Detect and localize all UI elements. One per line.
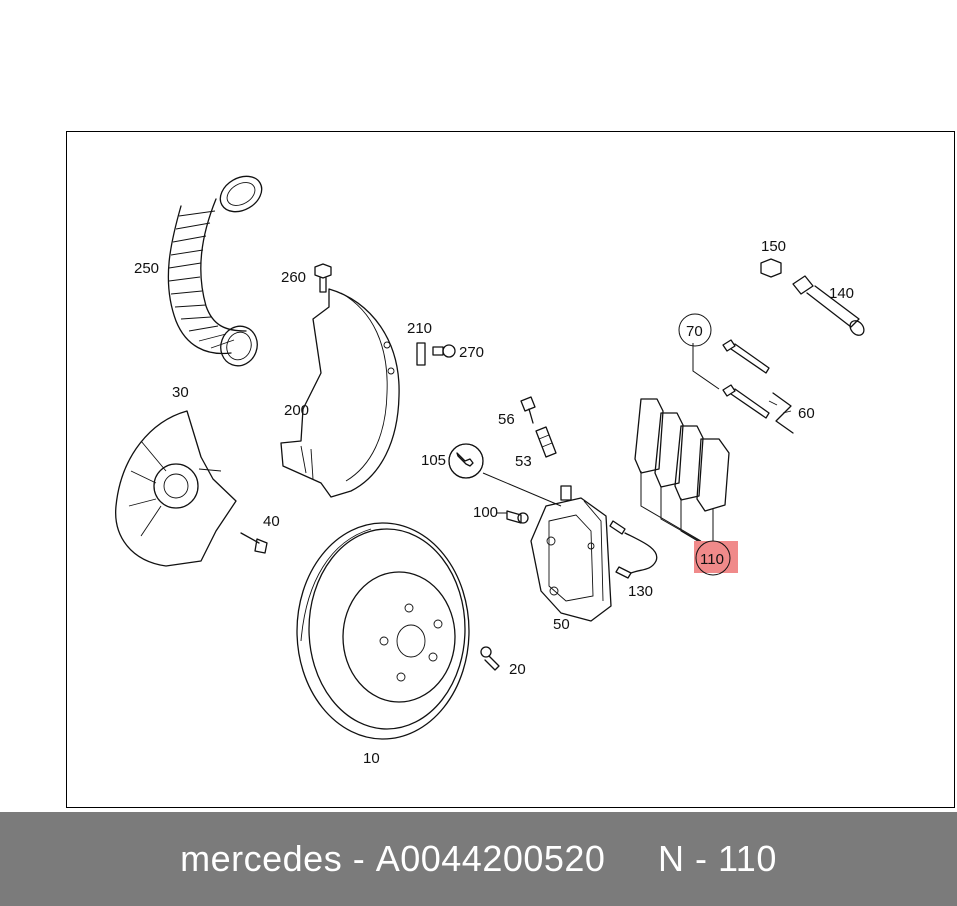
caption-brand: mercedes (180, 838, 343, 879)
brake-pad-set (634, 398, 730, 547)
label-70: 70 (686, 323, 703, 340)
anti-rattle-spring (768, 392, 794, 434)
wear-sensor (609, 520, 658, 579)
label-60: 60 (798, 405, 815, 422)
label-110: 110 (700, 551, 724, 568)
pad-retaining-pins (692, 339, 770, 419)
nut-150 (760, 258, 782, 278)
label-100: 100 (473, 504, 498, 521)
caption-position: N - 110 (657, 838, 777, 879)
label-270: 270 (459, 344, 484, 361)
label-105: 105 (421, 452, 446, 469)
label-40: 40 (263, 513, 280, 530)
label-53: 53 (515, 453, 532, 470)
bolt-40 (240, 532, 268, 554)
caption-bar: mercedes - A0044200520 N - 110 (0, 812, 957, 906)
bolt-100 (506, 510, 529, 524)
label-210: 210 (407, 320, 432, 337)
caption-part-number: A0044200520 (375, 838, 606, 879)
label-140: 140 (829, 285, 854, 302)
highlight-box (694, 541, 738, 573)
label-circle-105 (448, 443, 484, 479)
label-10: 10 (363, 750, 380, 767)
air-duct-hose (167, 175, 263, 367)
diagram-frame: 250 260 210 270 200 30 40 10 20 105 100 … (66, 131, 955, 808)
label-30: 30 (172, 384, 189, 401)
bolt-20 (480, 646, 500, 671)
bolt-260 (314, 263, 332, 293)
screw-270 (432, 344, 456, 358)
guide-pin-140 (792, 275, 865, 336)
label-56: 56 (498, 411, 515, 428)
label-150: 150 (761, 238, 786, 255)
brake-caliper (530, 485, 612, 622)
label-250: 250 (134, 260, 159, 277)
label-circle-110 (695, 540, 731, 576)
splash-shield (280, 288, 400, 498)
brake-disc (296, 522, 470, 740)
bleeder-cap-56 (520, 396, 536, 424)
label-20: 20 (509, 661, 526, 678)
label-130: 130 (628, 583, 653, 600)
label-260: 260 (281, 269, 306, 286)
label-circle-70 (678, 313, 712, 347)
label-50: 50 (553, 616, 570, 633)
bleeder-screw-53 (535, 426, 557, 458)
leader-lines (482, 472, 562, 514)
caption-separator: - (352, 838, 366, 879)
backing-plate (115, 410, 237, 567)
exploded-brake-diagram: 250 260 210 270 200 30 40 10 20 105 100 … (115, 175, 865, 767)
label-200: 200 (284, 402, 309, 419)
clip-210 (416, 342, 426, 366)
